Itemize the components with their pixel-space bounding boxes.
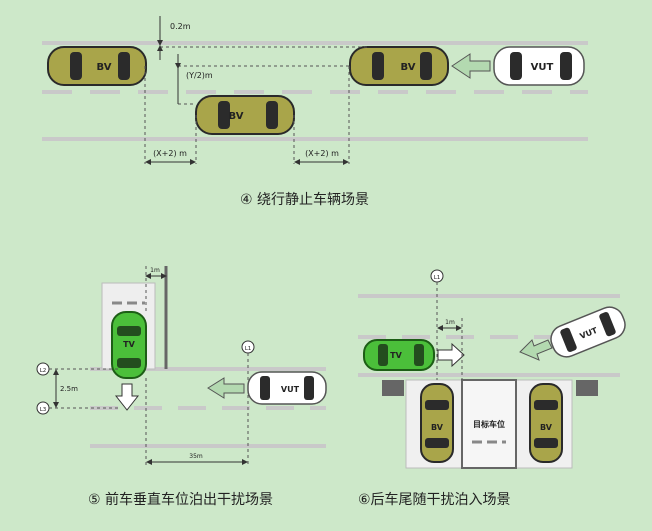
vut-car: VUT: [493, 46, 585, 86]
vut-car: VUT: [247, 371, 327, 405]
marker-l1-label: L1: [245, 346, 252, 352]
curb-block: [382, 380, 404, 396]
curb-block: [576, 380, 598, 396]
tv-car: TV: [111, 311, 147, 379]
bv-label: BV: [97, 62, 112, 73]
direction-arrow-icon: [451, 53, 491, 79]
dim-width-label: 1m: [150, 267, 160, 274]
direction-arrow-icon: [519, 339, 553, 361]
bv-label: BV: [540, 423, 553, 432]
marker-l3-label: L3: [40, 407, 47, 413]
dim-lateral-label: (Y/2)m: [186, 71, 213, 80]
marker-l2-label: L2: [40, 368, 47, 374]
scenario-5: TV VUT L1 L2 L3 2.5m 1m 35m: [36, 266, 327, 466]
scenario-4: BV BV BV VUT: [42, 16, 588, 165]
exit-arrow-icon: [114, 383, 140, 411]
direction-arrow-icon: [207, 377, 245, 399]
marker-l1-label: L1: [434, 275, 441, 281]
tv-label: TV: [390, 351, 402, 360]
dim-offset-label: 1m: [445, 319, 455, 326]
target-slot: [461, 379, 517, 469]
bv-label: BV: [431, 423, 444, 432]
bv-car-right: BV: [529, 383, 563, 463]
scenario-5-caption: ⑤ 前车垂直车位泊出干扰场景: [88, 492, 274, 508]
scenario-6-caption: ⑥后车尾随干扰泊入场景: [358, 492, 511, 508]
dim-top-gap-label: 0.2m: [170, 22, 191, 31]
vut-label: VUT: [281, 385, 300, 394]
scenario-6: 目标车位 BV BV TV VUT: [358, 269, 626, 469]
scenario-4-caption: ④ 绕行静止车辆场景: [240, 192, 370, 208]
vut-label: VUT: [531, 62, 554, 73]
bv-car-left: BV: [47, 46, 147, 86]
dim-long-right-label: (X+2) m: [305, 149, 339, 158]
bv-label: BV: [229, 111, 244, 122]
bv-label: BV: [401, 62, 416, 73]
tv-label: TV: [123, 340, 135, 349]
vut-car: VUT: [550, 306, 626, 358]
dim-distance-label: 35m: [189, 453, 203, 460]
bv-car-left: BV: [420, 383, 454, 463]
target-slot-label: 目标车位: [473, 419, 505, 429]
tv-car: TV: [363, 339, 435, 371]
bv-car-middle: BV: [195, 95, 295, 135]
dim-long-left-label: (X+2) m: [153, 149, 187, 158]
dim-depth-label: 2.5m: [60, 385, 78, 393]
forward-arrow-icon: [437, 342, 465, 368]
bv-car-right: BV: [349, 46, 449, 86]
